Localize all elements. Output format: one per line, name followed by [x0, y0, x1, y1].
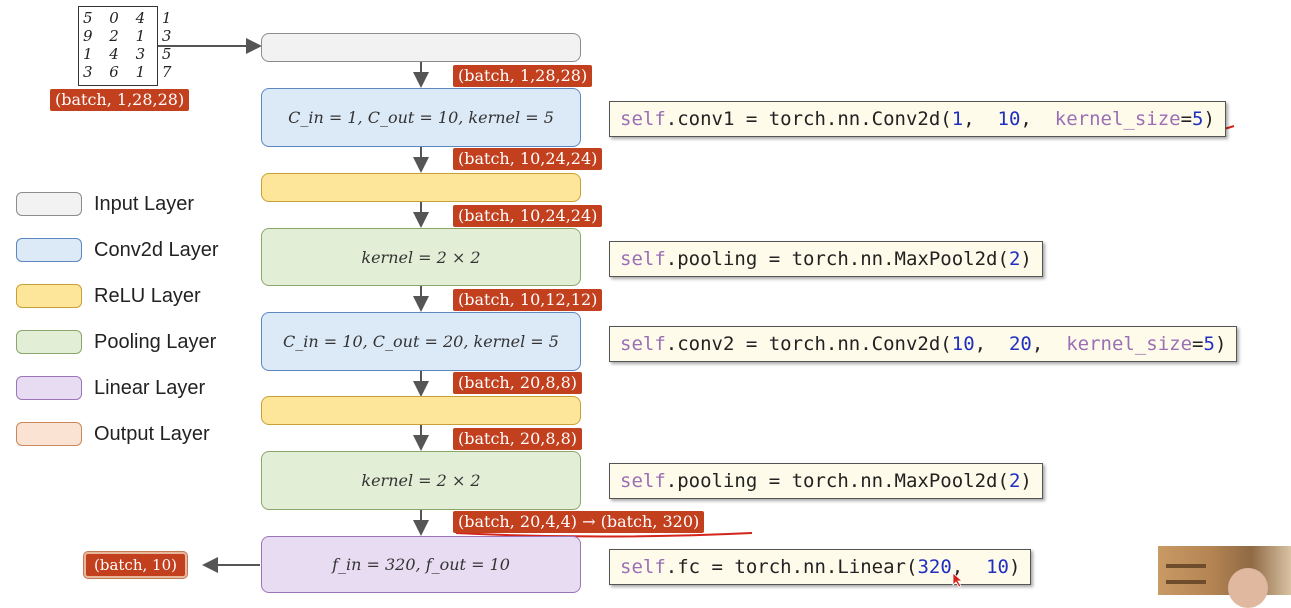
code-self: self: [620, 333, 666, 355]
pool1-layer-box: kernel = 2 × 2: [261, 228, 581, 286]
legend-swatch-conv: [16, 238, 82, 262]
code-fc: self.fc = torch.nn.Linear(320, 10): [609, 549, 1032, 585]
digit-row: 5 0 4 1: [83, 9, 178, 27]
conv2-layer-box: C_in = 10, C_out = 20, kernel = 5: [261, 312, 581, 371]
legend-swatch-input: [16, 192, 82, 216]
legend-label: Linear Layer: [94, 376, 206, 399]
input-shape-badge: (batch, 1,28,28): [50, 89, 190, 111]
code-param: kernel_size: [1066, 333, 1193, 355]
code-pool2: self.pooling = torch.nn.MaxPool2d(2): [609, 463, 1043, 499]
code-self: self: [620, 108, 666, 130]
annotation-underline: [455, 532, 753, 538]
code-text: .conv1 = torch.nn.Conv2d(: [665, 108, 952, 130]
legend-item: Conv2d Layer: [16, 235, 219, 265]
cursor-icon: [952, 572, 964, 588]
digit-row: 1 4 3 5: [83, 45, 178, 63]
code-text: ): [1214, 333, 1227, 355]
legend-item: Input Layer: [16, 189, 219, 219]
legend-swatch-output: [16, 422, 82, 446]
code-pool1: self.pooling = torch.nn.MaxPool2d(2): [609, 241, 1043, 277]
code-number: 20: [1008, 333, 1032, 355]
relu2-layer-box: [261, 396, 581, 425]
shape-badge: (batch, 20,8,8): [453, 428, 583, 450]
code-text: .conv2 = torch.nn.Conv2d(: [665, 333, 952, 355]
legend-swatch-relu: [16, 284, 82, 308]
legend-item: Linear Layer: [16, 373, 219, 403]
shape-badge: (batch, 10,24,24): [453, 205, 603, 227]
code-self: self: [620, 556, 666, 578]
code-number: 2: [1008, 470, 1021, 492]
legend-label: Pooling Layer: [94, 330, 217, 353]
code-text: .pooling = torch.nn.MaxPool2d(: [665, 470, 1009, 492]
legend-swatch-pool: [16, 330, 82, 354]
code-text: ): [1008, 556, 1021, 578]
shape-badge: (batch, 20,4,4) → (batch, 320): [453, 511, 705, 533]
code-number: 10: [986, 556, 1009, 578]
legend-item: Pooling Layer: [16, 327, 219, 357]
code-number: 5: [1192, 108, 1204, 130]
code-conv2: self.conv2 = torch.nn.Conv2d(10, 20, ker…: [609, 326, 1238, 362]
code-number: 2: [1008, 248, 1021, 270]
relu1-layer-box: [261, 173, 581, 202]
shape-badge: (batch, 1,28,28): [453, 65, 593, 87]
webcam-thumbnail: [1158, 546, 1291, 608]
code-number: 5: [1203, 333, 1215, 355]
code-text: ): [1020, 470, 1032, 492]
code-self: self: [620, 470, 666, 492]
legend-item: ReLU Layer: [16, 281, 219, 311]
linear-layer-box: f_in = 320, f_out = 10: [261, 536, 581, 593]
legend-item: Output Layer: [16, 419, 219, 449]
shelf-shape: [1166, 564, 1206, 568]
conv1-layer-box: C_in = 1, C_out = 10, kernel = 5: [261, 88, 581, 147]
code-param: kernel_size: [1054, 108, 1181, 130]
code-number: 10: [997, 108, 1021, 130]
legend: Input Layer Conv2d Layer ReLU Layer Pool…: [16, 189, 219, 449]
mnist-sample-image: 5 0 4 1 9 2 1 3 1 4 3 5 3 6 1 7: [78, 6, 178, 86]
pool2-layer-box: kernel = 2 × 2: [261, 451, 581, 510]
code-text: ): [1020, 248, 1032, 270]
code-text: .fc = torch.nn.Linear(: [665, 556, 918, 578]
code-number: 320: [917, 556, 952, 578]
input-layer-box: [261, 33, 581, 62]
output-shape-badge: (batch, 10): [84, 552, 187, 578]
code-number: 10: [951, 333, 975, 355]
code-text: .pooling = torch.nn.MaxPool2d(: [665, 248, 1009, 270]
legend-label: ReLU Layer: [94, 284, 201, 307]
shelf-shape: [1166, 580, 1206, 584]
code-number: 1: [951, 108, 964, 130]
code-conv1: self.conv1 = torch.nn.Conv2d(1, 10, kern…: [609, 101, 1226, 137]
digit-row: 9 2 1 3: [83, 27, 178, 45]
shape-badge: (batch, 10,12,12): [453, 289, 603, 311]
digit-row: 3 6 1 7: [83, 63, 178, 81]
legend-label: Input Layer: [94, 192, 195, 215]
legend-swatch-linear: [16, 376, 82, 400]
shape-badge: (batch, 20,8,8): [453, 372, 583, 394]
shape-badge: (batch, 10,24,24): [453, 148, 603, 170]
presenter-head: [1228, 568, 1268, 608]
code-text: ): [1203, 108, 1215, 130]
code-self: self: [620, 248, 666, 270]
legend-label: Output Layer: [94, 422, 210, 445]
legend-label: Conv2d Layer: [94, 238, 219, 261]
